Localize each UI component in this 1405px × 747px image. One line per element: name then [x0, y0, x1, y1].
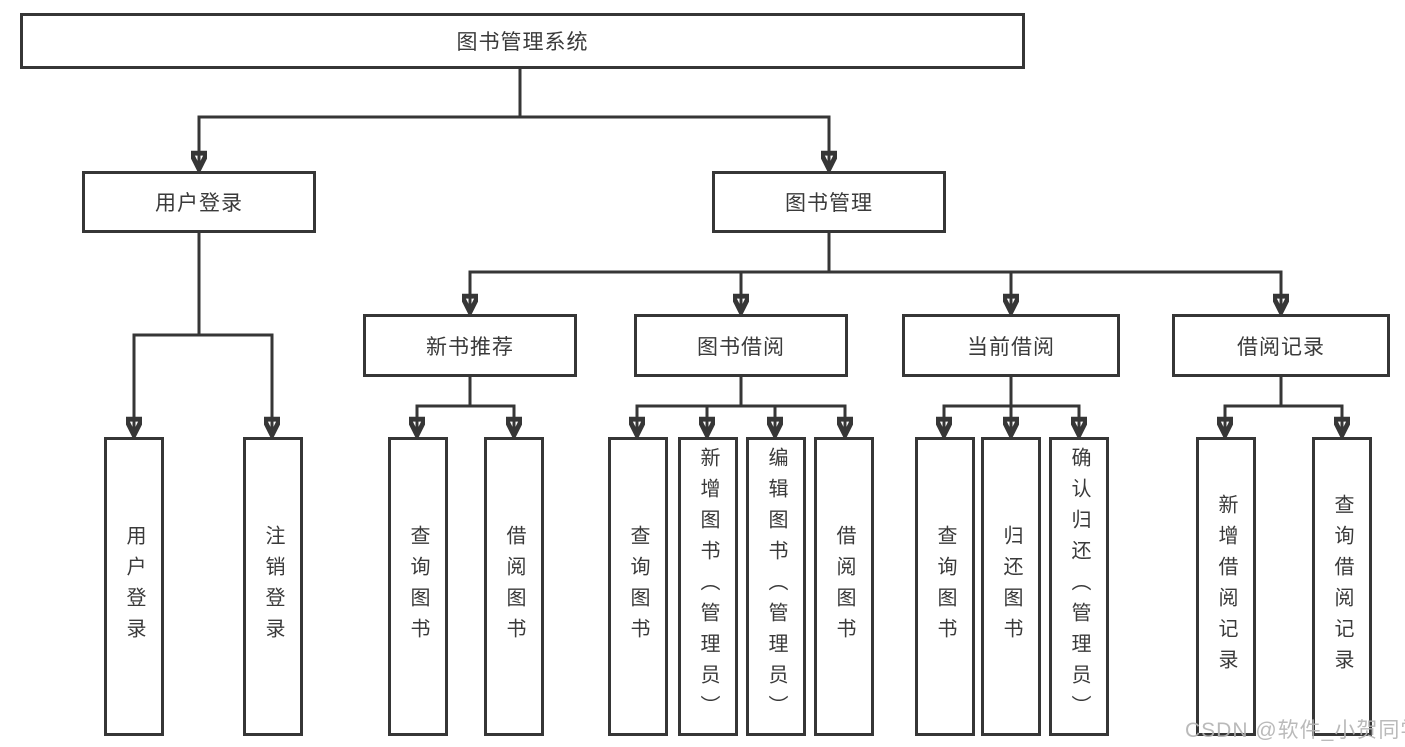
node-current-borrow: 当前借阅	[902, 314, 1120, 377]
connector-root-to-level2	[199, 69, 829, 166]
connector-current-borrow-children	[944, 377, 1079, 432]
node-new-book-recommend: 新书推荐	[363, 314, 577, 377]
node-library-management-system: 图书管理系统	[20, 13, 1025, 69]
node-user-login: 用户登录	[82, 171, 316, 233]
leaf-query-borrow-record: 查询借阅记录	[1312, 437, 1372, 736]
csdn-watermark: CSDN @软件_小贺同学	[1185, 719, 1405, 742]
connector-book-borrow-children	[637, 377, 845, 432]
leaf-borrow-book-recommend: 借阅图书	[484, 437, 544, 736]
leaf-logout: 注销登录	[243, 437, 303, 736]
node-borrow-record: 借阅记录	[1172, 314, 1390, 377]
leaf-add-book-admin: 新增图书（管理员）	[678, 437, 738, 736]
leaf-add-borrow-record: 新增借阅记录	[1196, 437, 1256, 736]
connector-book-management-children	[470, 233, 1281, 309]
connector-borrow-record-children	[1225, 377, 1342, 432]
leaf-query-current-book: 查询图书	[915, 437, 975, 736]
connector-user-login-children	[134, 233, 272, 432]
node-book-management: 图书管理	[712, 171, 946, 233]
leaf-edit-book-admin: 编辑图书（管理员）	[746, 437, 806, 736]
leaf-query-book: 查询图书	[608, 437, 668, 736]
leaf-confirm-return-admin: 确认归还（管理员）	[1049, 437, 1109, 736]
node-book-borrow: 图书借阅	[634, 314, 848, 377]
connector-new-book-children	[417, 377, 514, 432]
leaf-user-login: 用户登录	[104, 437, 164, 736]
leaf-return-book: 归还图书	[981, 437, 1041, 736]
leaf-query-book-recommend: 查询图书	[388, 437, 448, 736]
leaf-borrow-book: 借阅图书	[814, 437, 874, 736]
